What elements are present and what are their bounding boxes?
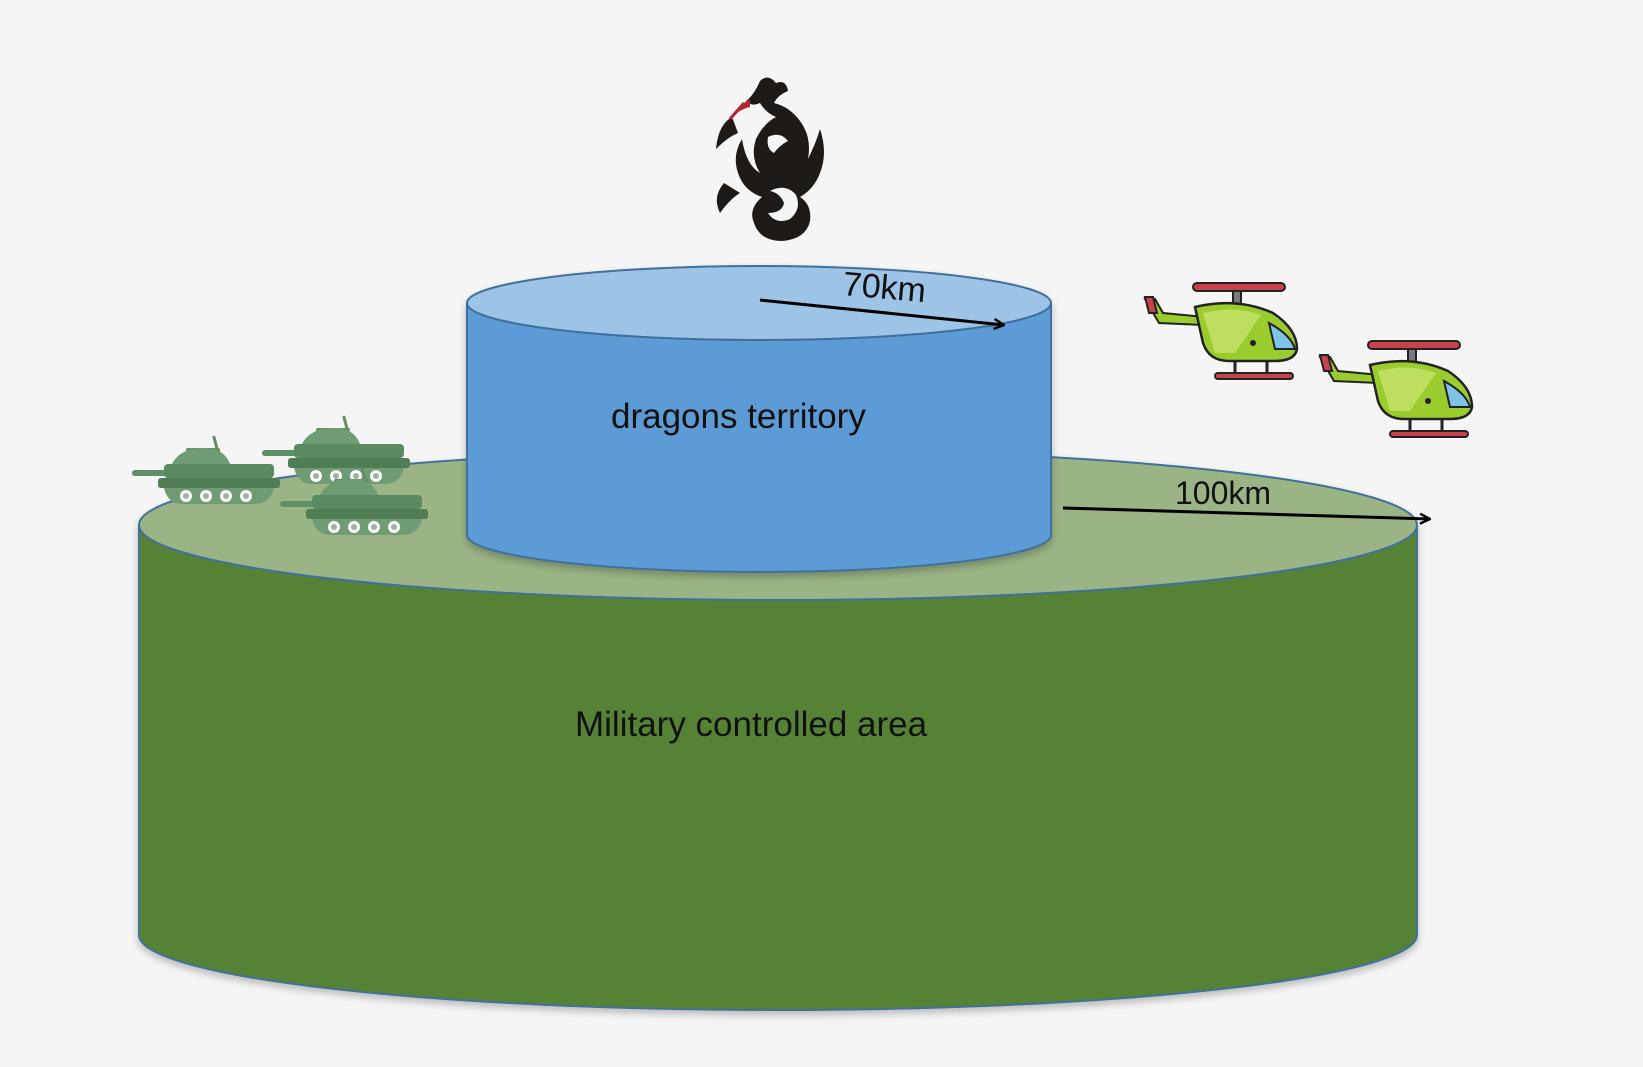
military-area-label: Military controlled area <box>575 705 928 744</box>
helicopter-icon <box>1318 339 1474 439</box>
helicopter-icon <box>1143 281 1299 381</box>
tank-icon <box>262 415 410 484</box>
dragons-zone-cylinder <box>466 265 1052 573</box>
outer-radius-arrow <box>1062 506 1430 519</box>
helicopter-group <box>1143 281 1474 439</box>
dragons-zone-side <box>466 302 1052 573</box>
outer-radius-label: 100km <box>1175 475 1271 511</box>
dragon-icon <box>716 77 824 241</box>
inner-radius-arrow <box>759 298 1004 325</box>
tank-icon <box>132 435 280 504</box>
inner-radius-label: 70km <box>841 265 927 310</box>
dragons-zone-top <box>466 265 1052 341</box>
dragons-territory-label: dragons territory <box>611 397 866 436</box>
